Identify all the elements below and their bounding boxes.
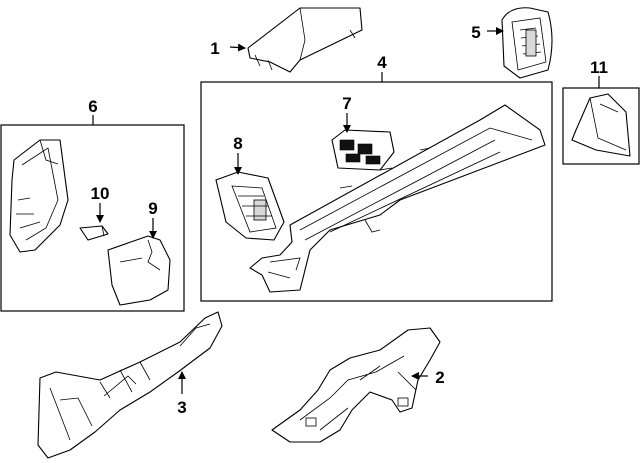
- part-8-air-outlet[interactable]: [215, 171, 285, 241]
- part-5-air-outlet[interactable]: [501, 7, 553, 79]
- callout-5[interactable]: 5: [471, 23, 480, 42]
- part-10-clip[interactable]: [79, 225, 109, 241]
- callout-10[interactable]: 10: [91, 184, 110, 203]
- group-box-11: [562, 87, 640, 165]
- group-box-4: [200, 81, 553, 302]
- callout-3[interactable]: 3: [177, 398, 186, 417]
- callout-8[interactable]: 8: [233, 134, 242, 153]
- callout-11[interactable]: 11: [590, 58, 608, 77]
- part-7-switch-module[interactable]: [331, 129, 395, 171]
- part-4-instrument-panel[interactable]: [249, 104, 546, 293]
- part-2-support-bracket[interactable]: [271, 327, 441, 443]
- callout-2[interactable]: 2: [435, 368, 444, 387]
- part-1-top-cover[interactable]: [247, 7, 363, 73]
- part-3-lower-panel[interactable]: [37, 311, 223, 459]
- callout-1[interactable]: 1: [210, 39, 219, 58]
- callout-6[interactable]: 6: [88, 97, 97, 116]
- callout-9[interactable]: 9: [148, 199, 157, 218]
- part-11-trim-panel[interactable]: [571, 93, 631, 157]
- part-9-trim-cover[interactable]: [107, 235, 171, 306]
- part-6-side-panel[interactable]: [9, 139, 69, 253]
- callout-4[interactable]: 4: [377, 53, 387, 72]
- callout-7[interactable]: 7: [342, 94, 351, 113]
- leader-1: [229, 43, 246, 52]
